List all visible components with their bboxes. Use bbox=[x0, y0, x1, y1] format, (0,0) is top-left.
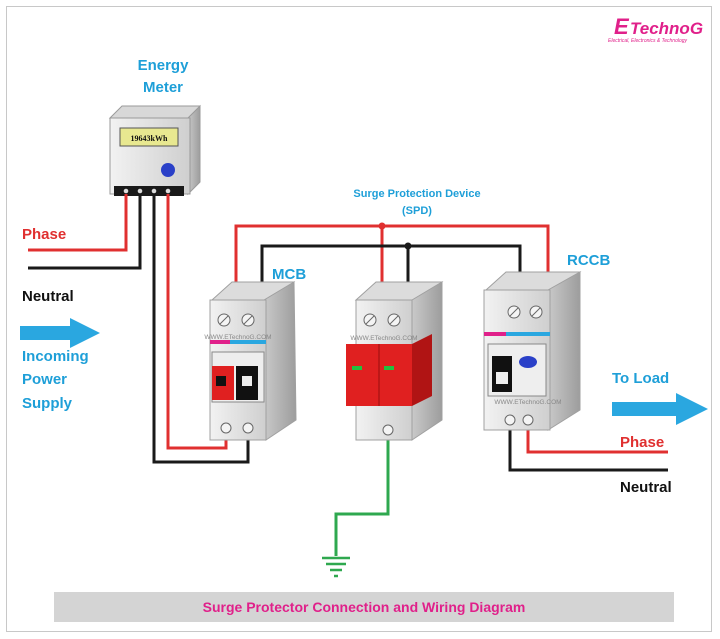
neutral-in-label: Neutral bbox=[22, 288, 74, 305]
to-load-arrow-icon bbox=[612, 393, 708, 425]
wire-earth bbox=[334, 432, 390, 556]
phase-out-label: Phase bbox=[620, 434, 664, 451]
energy-meter: 19643kWh bbox=[108, 104, 201, 196]
meter-indicator bbox=[161, 163, 175, 177]
to-load-label: To Load bbox=[612, 370, 669, 387]
spd-device: WWW.ETechnoG.COM bbox=[346, 281, 444, 441]
neutral-out-label: Neutral bbox=[620, 479, 672, 496]
mcb-watermark: WWW.ETechnoG.COM bbox=[204, 334, 271, 341]
brand-logo-text: TechnoG bbox=[630, 19, 703, 38]
wire-neutral-meter-mcb bbox=[152, 194, 250, 464]
earth-icon bbox=[322, 556, 350, 578]
meter-display bbox=[119, 127, 179, 147]
incoming-label-1: Incoming bbox=[22, 348, 89, 365]
energy-meter-label-2: Meter bbox=[143, 79, 183, 96]
wiring bbox=[28, 194, 668, 556]
rccb-label: RCCB bbox=[567, 252, 610, 269]
brand-logo: E TechnoG Electrical, Electronics & Tech… bbox=[608, 14, 703, 44]
energy-meter-label: Energy bbox=[138, 57, 190, 74]
incoming-arrow-icon bbox=[20, 318, 100, 348]
wire-neutral-out bbox=[508, 420, 668, 472]
spd-indicator-2 bbox=[384, 366, 394, 370]
wire-phase-out bbox=[526, 420, 668, 454]
brand-logo-e: E bbox=[614, 14, 630, 39]
mcb-device: WWW.ETechnoG.COM bbox=[204, 281, 297, 441]
wire-phase-bus bbox=[234, 224, 550, 300]
spd-watermark: WWW.ETechnoG.COM bbox=[350, 335, 417, 342]
rccb-device: WWW.ETechnoG.COM bbox=[483, 271, 582, 431]
meter-terminal-block bbox=[114, 186, 184, 196]
caption-bar bbox=[54, 592, 674, 622]
rccb-test-button bbox=[519, 356, 537, 368]
meter-reading: 19643kWh bbox=[131, 134, 168, 143]
spd-label: Surge Protection Device bbox=[353, 188, 480, 200]
neutral-junction-dot bbox=[404, 242, 412, 250]
spd-indicator-1 bbox=[352, 366, 362, 370]
wire-phase-in bbox=[28, 194, 128, 252]
mcb-label: MCB bbox=[272, 266, 306, 283]
phase-junction-dot bbox=[378, 222, 386, 230]
spd-label-abbr: (SPD) bbox=[402, 205, 432, 217]
rccb-watermark: WWW.ETechnoG.COM bbox=[494, 399, 561, 406]
caption-text: Surge Protector Connection and Wiring Di… bbox=[203, 599, 526, 615]
wire-neutral-bus bbox=[260, 244, 522, 300]
wire-neutral-in bbox=[28, 194, 142, 270]
brand-tagline: Electrical, Electronics & Technology bbox=[608, 38, 688, 44]
incoming-label-2: Power bbox=[22, 371, 67, 388]
incoming-label-3: Supply bbox=[22, 395, 73, 412]
phase-in-label: Phase bbox=[22, 226, 66, 243]
